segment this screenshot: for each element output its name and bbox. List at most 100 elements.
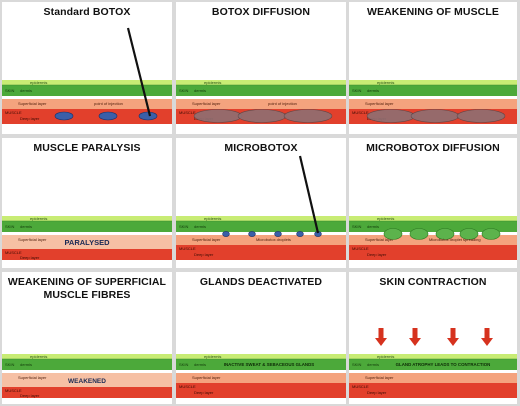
- dermis-label: dermis: [194, 362, 206, 367]
- microbotox-note: Microbotox droplets: [256, 237, 291, 242]
- injection-point-note: point of injection: [268, 101, 297, 106]
- dermis-layer: [176, 221, 346, 232]
- fascia-band: [176, 96, 346, 99]
- panel-title: MICROBOTOX: [224, 142, 298, 154]
- deep-layer-label: Deep layer: [367, 252, 387, 257]
- dermis-label: dermis: [20, 362, 32, 367]
- deep-muscle-layer: [2, 109, 172, 124]
- fascia-band: [176, 232, 346, 235]
- dermis-label: dermis: [367, 224, 379, 229]
- dermis-layer: [2, 221, 172, 232]
- muscle-label: MUSCLE: [5, 110, 22, 115]
- skin-label: SKIN: [5, 362, 14, 367]
- superficial-muscle-layer: [2, 373, 172, 387]
- superficial-layer-label: Superficial layer: [365, 237, 394, 242]
- muscle-label: MUSCLE: [5, 388, 22, 393]
- epidermis-label: epidermis: [30, 80, 47, 85]
- dermis-label: dermis: [194, 224, 206, 229]
- fascia-band: [349, 370, 517, 373]
- contraction-arrow: [447, 328, 459, 346]
- panel-title: WEAKENING OF SUPERFICIAL MUSCLE FIBRES: [7, 276, 167, 301]
- superficial-layer-label: Superficial layer: [192, 375, 221, 380]
- microbotox-droplet: [296, 231, 304, 237]
- microbotox-spread-area: [409, 228, 429, 240]
- microbotox-spread-area: [435, 228, 455, 240]
- microbotox-spread-area: [459, 228, 479, 240]
- dermis-layer: [349, 359, 517, 370]
- panel-title: SKIN CONTRACTION: [379, 276, 487, 288]
- dermis-label: dermis: [20, 88, 32, 93]
- skin-label: SKIN: [5, 224, 14, 229]
- muscle-label: MUSCLE: [179, 110, 196, 115]
- superficial-muscle-layer: [349, 99, 517, 109]
- deep-layer-label: Deep layer: [194, 252, 214, 257]
- microbotox-droplet: [222, 231, 230, 237]
- fascia-band: [349, 232, 517, 235]
- skin-label: SKIN: [352, 88, 361, 93]
- deep-muscle-layer: [176, 245, 346, 260]
- muscle-label: MUSCLE: [352, 384, 369, 389]
- epidermis-layer: [176, 216, 346, 221]
- botox-diffusion-area: [366, 109, 416, 123]
- epidermis-label: epidermis: [204, 216, 221, 221]
- muscle-label: MUSCLE: [352, 246, 369, 251]
- deep-muscle-layer: [349, 383, 517, 398]
- epidermis-layer: [349, 80, 517, 85]
- contraction-note: GLAND ATROPHY LEADS TO CONTRACTION: [396, 362, 491, 367]
- superficial-layer-label: Superficial layer: [18, 101, 47, 106]
- injection-point-note: point of injection: [94, 101, 123, 106]
- fascia-band: [2, 232, 172, 235]
- superficial-layer-label: Superficial layer: [18, 375, 47, 380]
- contraction-arrow: [409, 328, 421, 346]
- botox-deposit: [54, 111, 74, 121]
- panel-title: GLANDS DEACTIVATED: [199, 276, 323, 288]
- dermis-label: dermis: [194, 88, 206, 93]
- injection-needle: [126, 27, 152, 117]
- botox-deposit: [98, 111, 118, 121]
- epidermis-layer: [176, 80, 346, 85]
- dermis-layer: [2, 359, 172, 370]
- superficial-muscle-layer: [2, 235, 172, 249]
- fascia-band: [2, 96, 172, 99]
- epidermis-label: epidermis: [377, 354, 394, 359]
- epidermis-layer: [176, 354, 346, 359]
- botox-diffusion-area: [456, 109, 506, 123]
- dermis-label: dermis: [20, 224, 32, 229]
- dermis-label: dermis: [367, 362, 379, 367]
- skin-label: SKIN: [352, 224, 361, 229]
- epidermis-label: epidermis: [204, 80, 221, 85]
- epidermis-layer: [349, 354, 517, 359]
- contraction-arrow: [481, 328, 493, 346]
- epidermis-label: epidermis: [30, 354, 47, 359]
- injection-needle: [298, 155, 320, 234]
- dermis-layer: [349, 85, 517, 96]
- superficial-muscle-layer: [2, 99, 172, 109]
- panel-title: MUSCLE PARALYSIS: [33, 142, 141, 154]
- panel-title: Standard BOTOX: [43, 6, 131, 18]
- superficial-layer-label: Superficial layer: [365, 375, 394, 380]
- botox-diffusion-area: [237, 109, 287, 123]
- muscle-label: MUSCLE: [179, 384, 196, 389]
- paralysed-label: PARALYSED: [64, 238, 110, 247]
- dermis-layer: [176, 85, 346, 96]
- superficial-muscle-layer: [176, 235, 346, 245]
- inactive-glands-note: INACTIVE SWEAT & SEBACEOUS GLANDS: [224, 362, 314, 367]
- skin-label: SKIN: [179, 88, 188, 93]
- skin-label: SKIN: [179, 362, 188, 367]
- botox-diffusion-area: [193, 109, 243, 123]
- fascia-band: [349, 96, 517, 99]
- botox-deposit: [138, 111, 158, 121]
- contraction-arrow: [375, 328, 387, 346]
- epidermis-label: epidermis: [204, 354, 221, 359]
